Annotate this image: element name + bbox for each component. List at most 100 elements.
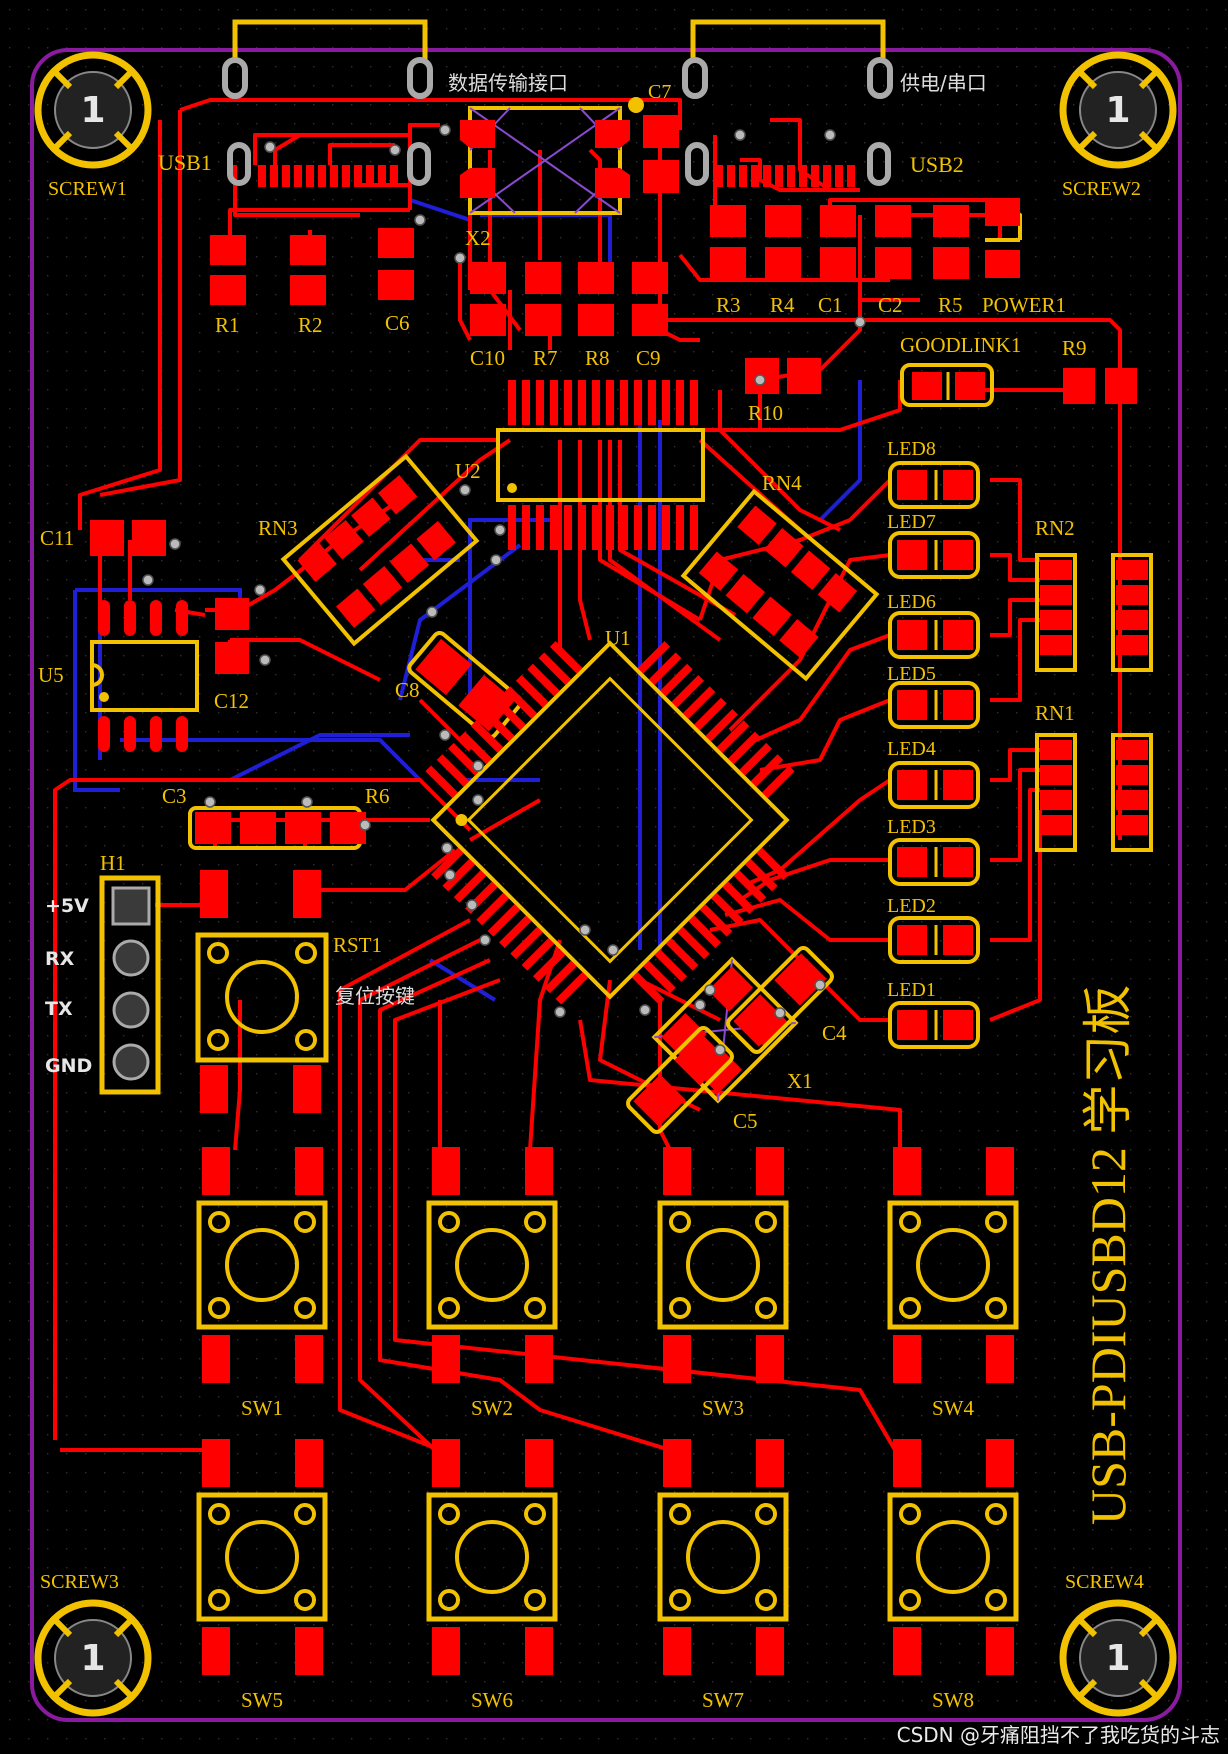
h1-header: [99, 875, 161, 1095]
mounting-holes: 1 1 1 1: [34, 51, 1177, 1717]
r1-label: R1: [215, 313, 240, 337]
c3-label: C3: [162, 784, 187, 808]
r9-label: R9: [1062, 336, 1087, 360]
switch-sw2[interactable]: SW2: [426, 1147, 558, 1420]
c6-label: C6: [385, 311, 410, 335]
svg-text:1: 1: [80, 90, 105, 131]
header-pin-5v: +5V: [45, 895, 89, 917]
rn2-resistor-network: [1035, 553, 1153, 672]
switch-sw1[interactable]: SW1: [196, 1147, 328, 1420]
switch-label: SW3: [702, 1396, 744, 1420]
led-footprint: [888, 681, 980, 729]
screw-hole-2: 1: [1059, 51, 1177, 169]
switch-sw5[interactable]: SW5: [196, 1439, 328, 1712]
c11-capacitor: [90, 520, 166, 556]
watermark: CSDN @牙痛阻挡不了我吃货的斗志: [896, 1723, 1220, 1747]
switch-sw8[interactable]: SW8: [887, 1439, 1019, 1712]
c5-capacitor: [626, 1026, 734, 1134]
c12-label: C12: [214, 689, 249, 713]
screw-hole-3: 1: [34, 1599, 152, 1717]
board-title: USB-PDIUSBD12 学习板: [1080, 985, 1136, 1525]
smd-passives-top: [210, 205, 1137, 404]
c1-label: C1: [818, 293, 843, 317]
svg-text:1: 1: [80, 1638, 105, 1679]
led-footprint: [888, 531, 980, 579]
r3-label: R3: [716, 293, 741, 317]
switch-label: SW5: [241, 1688, 283, 1712]
c11-label: C11: [40, 526, 74, 550]
rn3-resistor-network: [280, 453, 480, 647]
screw1-label: SCREW1: [48, 178, 127, 200]
svg-text:1: 1: [1105, 1638, 1130, 1679]
led-footprint: [888, 611, 980, 659]
header-pin-tx: TX: [45, 998, 73, 1020]
rst1-caption: 复位按键: [335, 984, 415, 1008]
c10-label: C10: [470, 346, 505, 370]
switch-label: SW4: [932, 1396, 975, 1420]
r8-label: R8: [585, 346, 610, 370]
u5-label: U5: [38, 663, 64, 687]
led-footprint: [888, 761, 980, 809]
rst1-button[interactable]: [195, 870, 329, 1113]
rn4-label: RN4: [762, 471, 802, 495]
c7-capacitor: [628, 97, 679, 193]
c9-label: C9: [636, 346, 661, 370]
c2-label: C2: [878, 293, 903, 317]
usb1-connector: [222, 19, 433, 187]
c3-r6-passives: [188, 806, 366, 850]
switch-label: SW8: [932, 1688, 974, 1712]
rn1-label: RN1: [1035, 701, 1075, 725]
switch-sw4[interactable]: SW4: [887, 1147, 1019, 1420]
c5-label: C5: [733, 1109, 758, 1133]
c4-capacitor: [726, 946, 834, 1054]
switch-label: SW6: [471, 1688, 513, 1712]
c8-capacitor: [407, 630, 523, 740]
led7-label: LED7: [887, 511, 936, 533]
screw4-label: SCREW4: [1065, 1571, 1144, 1593]
switch-label: SW1: [241, 1396, 283, 1420]
usb2-connector: [682, 19, 893, 187]
u1-microcontroller: [425, 640, 795, 1005]
rn1-resistor-network: [1035, 733, 1153, 852]
led1-label: LED1: [887, 979, 936, 1001]
switch-sw6[interactable]: SW6: [426, 1439, 558, 1712]
led-footprint: [888, 1001, 980, 1049]
screw3-label: SCREW3: [40, 1571, 119, 1593]
rn2-label: RN2: [1035, 516, 1075, 540]
vias: [142, 124, 866, 1056]
usb2-label: USB2: [910, 152, 964, 177]
r10-label: R10: [748, 401, 783, 425]
switch-label: SW2: [471, 1396, 513, 1420]
r4-label: R4: [770, 293, 795, 317]
c4-label: C4: [822, 1021, 847, 1045]
silkscreen-labels: 数据传输接口 供电/串口 USB1 USB2 SCREW1 SCREW2 SCR…: [38, 71, 1144, 1593]
led8-label: LED8: [887, 438, 936, 460]
u2-label: U2: [455, 459, 481, 483]
r2-label: R2: [298, 313, 323, 337]
rn3-label: RN3: [258, 516, 298, 540]
x2-crystal: [460, 106, 630, 215]
led-array: [888, 461, 980, 1049]
u5-chip: [90, 600, 199, 752]
h1-label: H1: [100, 851, 126, 875]
board-outline: [30, 48, 1182, 1722]
led-footprint: [888, 916, 980, 964]
header-pin-rx: RX: [45, 948, 75, 970]
r6-label: R6: [365, 784, 390, 808]
c8-label: C8: [395, 678, 420, 702]
led-footprint: [888, 461, 980, 509]
c12-capacitor: [215, 598, 249, 674]
switch-sw3[interactable]: SW3: [657, 1147, 789, 1420]
led5-label: LED5: [887, 663, 936, 685]
rn4-resistor-network: [680, 488, 880, 682]
svg-text:1: 1: [1105, 90, 1130, 131]
led-footprint: [888, 838, 980, 886]
screw-hole-1: 1: [34, 51, 152, 169]
usb1-label: USB1: [158, 150, 212, 175]
switch-sw7[interactable]: SW7: [657, 1439, 789, 1712]
c7-label: C7: [648, 81, 671, 103]
usb2-caption: 供电/串口: [900, 71, 987, 95]
led4-label: LED4: [887, 738, 936, 760]
goodlink1-led: [900, 363, 994, 407]
